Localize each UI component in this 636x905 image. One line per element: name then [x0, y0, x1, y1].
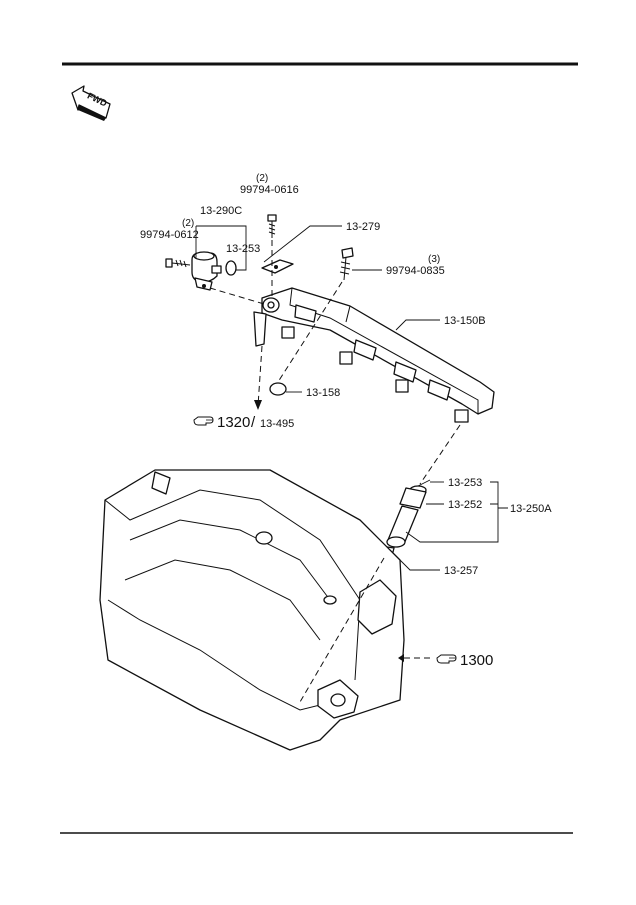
leader-13-290C-right: [196, 225, 247, 271]
bolt-99794-0612: [165, 258, 191, 268]
o-ring-13-253-top: [225, 260, 237, 276]
fuel-rail-13-150B: [253, 287, 495, 423]
ref-1320: 1320: [217, 414, 250, 431]
callout-99794-0835: 99794-0835: [386, 265, 445, 277]
ref-1300: 1300: [460, 652, 493, 669]
guide-line-injector: [419, 424, 461, 485]
callout-99794-0612-qty: (2): [182, 218, 194, 229]
injector-13-250A: [379, 479, 431, 557]
callout-99794-0616-qty: (2): [256, 173, 268, 184]
bolt-99794-0835: [339, 247, 354, 281]
guide-line-1320: [257, 345, 263, 407]
callout-13-150B: 13-150B: [444, 315, 486, 327]
intake-manifold: [99, 469, 405, 751]
ref-1320-sep: /: [251, 414, 256, 431]
callout-99794-0835-qty: (3): [428, 254, 440, 265]
leader-13-150B: [395, 319, 440, 331]
bracket-13-279: [261, 259, 294, 274]
callout-13-158: 13-158: [306, 387, 340, 399]
callout-99794-0616: 99794-0616: [240, 184, 299, 196]
callout-13-253-top: 13-253: [226, 243, 260, 255]
ref-1320-sub: 13-495: [260, 418, 294, 430]
cap-13-158: [269, 382, 287, 396]
pointing-hand-icon: [436, 654, 457, 664]
bolt-99794-0616: [267, 214, 277, 238]
arrow-1320: [254, 400, 262, 410]
leader-13-250A: [405, 507, 508, 543]
fwd-arrow-icon: FWD: [71, 85, 111, 121]
callout-13-290C-text: 13-290C: [200, 205, 242, 217]
callout-13-257: 13-257: [444, 565, 478, 577]
arrow-1300: [398, 654, 404, 662]
bracket-13-250A: [490, 481, 499, 508]
pressure-regulator-13-290C: [191, 251, 222, 291]
callout-13-253: 13-253: [448, 477, 482, 489]
leader-13-257: [391, 551, 440, 571]
callout-13-250A: 13-250A: [510, 503, 552, 515]
callout-99794-0612: 99794-0612: [140, 229, 199, 241]
leader-13-279: [263, 225, 342, 263]
pointing-hand-icon: [193, 416, 214, 426]
guide-line-regulator: [209, 287, 265, 305]
callout-13-252: 13-252: [448, 499, 482, 511]
callout-13-279: 13-279: [346, 221, 380, 233]
guide-line-injector-manifold: [299, 557, 385, 703]
